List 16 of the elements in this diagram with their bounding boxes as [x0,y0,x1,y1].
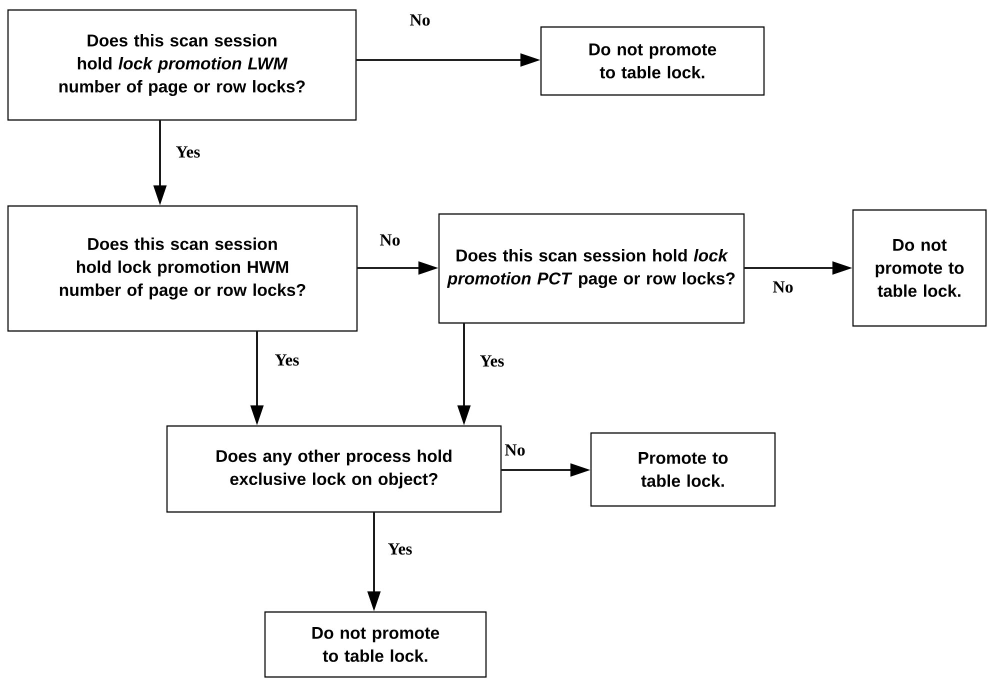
process-box: Does this scan session hold lock promotion LWM number of page or row locks? [7,9,357,121]
process-box: Does any other process hold exclusive lock on object? [166,425,502,513]
edge-label: Yes [388,543,412,555]
edge-label: Yes [176,146,200,158]
process-box: Do not promote to table lock. [852,209,987,327]
edge-label: No [504,444,525,456]
edge-label: Yes [480,355,504,367]
edge-label: No [380,234,400,246]
process-box: Promote to table lock. [590,432,776,507]
process-box: Do not promote to table lock. [540,26,765,96]
process-box: Does this scan session hold lock promotion HWM number of page or row locks? [7,205,358,332]
edge-label: No [410,14,430,26]
process-box: Do not promote to table lock. [264,611,487,678]
edge-label: No [772,281,793,293]
edge-label: Yes [275,354,299,366]
process-box: Does this scan session hold lock promotion PCT page or row locks? [438,213,745,324]
